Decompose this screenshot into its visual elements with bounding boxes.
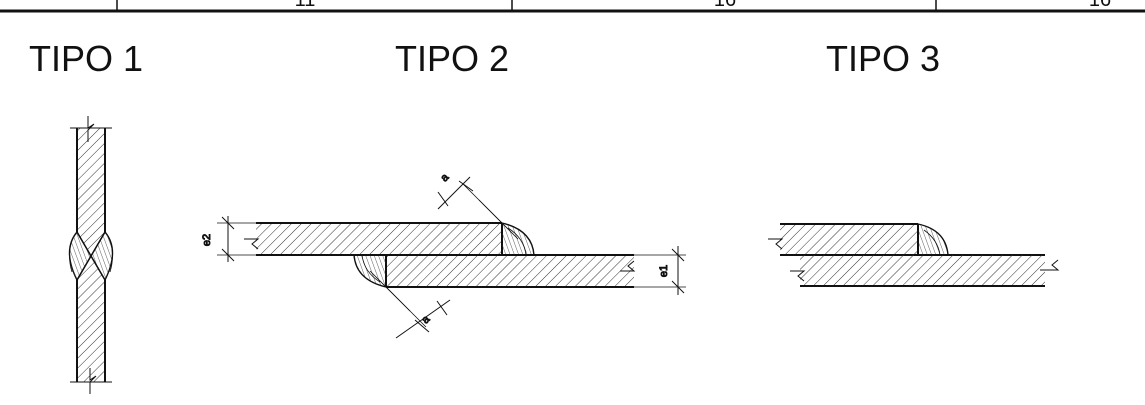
header-cell-1: 11 (295, 0, 316, 11)
tipo-2-drawing: e2 e1 a a (201, 170, 686, 339)
tipo-2-title: TIPO 2 (395, 38, 509, 79)
tipo-1-title: TIPO 1 (29, 38, 143, 79)
tipo-1-drawing (68, 116, 114, 394)
header-table: 11 16 16 (0, 0, 1145, 13)
header-cell-3: 16 (1089, 0, 1111, 11)
tipo-3-drawing (768, 223, 1060, 287)
tipo-2-dim-e1: e1 (658, 265, 670, 277)
tipo-3-title: TIPO 3 (826, 38, 940, 79)
tipo-2-dim-e2: e2 (201, 234, 213, 246)
header-cell-2: 16 (714, 0, 736, 11)
tipo-2-dim-a-bottom: a (419, 313, 432, 326)
tipo-2-dim-a-top: a (438, 171, 451, 184)
